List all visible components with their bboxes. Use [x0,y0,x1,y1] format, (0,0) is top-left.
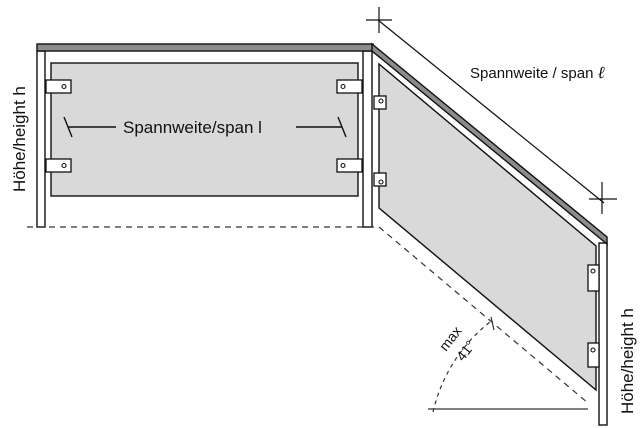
middle-post [362,50,373,228]
angle-arc [432,321,491,413]
glass-clamp [587,264,600,292]
glass-panel-right [378,62,597,392]
glass-panel-left [50,62,359,197]
top-handrail-right [371,42,608,246]
span-dimension-right [366,7,617,214]
height-label-left: Höhe/height h [10,86,29,192]
glass-clamp [336,158,363,173]
span-label-right: Spannweite / span ℓ [470,63,605,82]
height-label-right: Höhe/height h [618,308,637,414]
top-handrail-left [36,43,374,52]
incline-floor-line [378,226,589,404]
glass-clamp [373,172,387,187]
glass-clamp [45,79,72,94]
glass-clamp [373,95,387,110]
span-label-left: Spannweite/span l [123,118,262,137]
glass-clamp [336,79,363,94]
right-post [598,242,608,426]
angle-tick [490,316,495,331]
span-symbol: ℓ [598,63,605,82]
left-post [36,50,46,228]
glass-clamp [587,342,600,368]
glass-clamp [45,158,72,173]
horizontal-railing-section: Spannweite/span l Höhe/height h [10,43,374,228]
reference-lines [27,226,589,413]
inclined-railing-section: Spannweite / span ℓ Höhe/height h [366,7,637,426]
span-dimension-left [63,116,347,138]
